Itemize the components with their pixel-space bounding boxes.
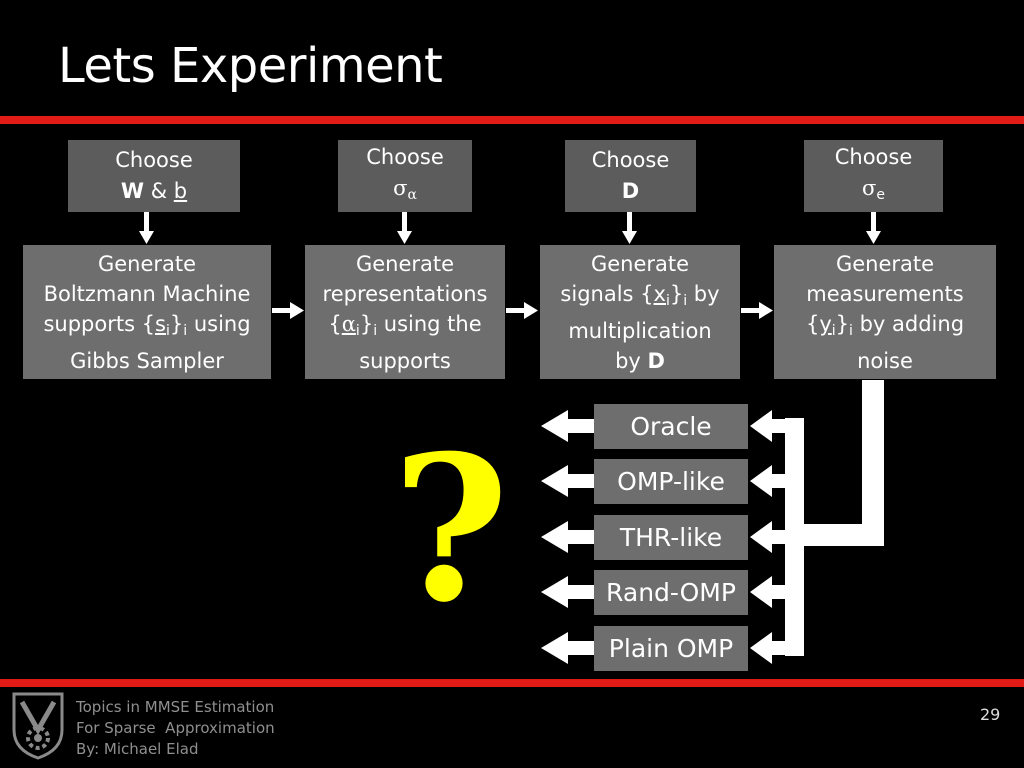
text: { xyxy=(805,311,820,336)
down-arrow xyxy=(866,212,881,244)
slide-title: Lets Experiment xyxy=(58,38,443,94)
generate-supports-box: Generate Boltzmann Machine supports {si}… xyxy=(23,245,271,379)
gen-line: measurements xyxy=(806,281,964,306)
down-arrow xyxy=(622,212,637,244)
ampersand: & xyxy=(144,179,174,203)
alpha-subscript: α xyxy=(407,186,417,203)
estimator-plain-omp: Plain OMP xyxy=(594,626,748,671)
top-red-rule xyxy=(0,116,1024,124)
down-arrow xyxy=(397,212,412,244)
choose-w-b-box: Choose W & b xyxy=(68,140,240,212)
right-arrow xyxy=(272,302,304,319)
gen-line: {αi}i using the xyxy=(311,309,499,346)
footer-text: Topics in MMSE Estimation For Sparse App… xyxy=(76,697,275,760)
gen-line: multiplication xyxy=(568,318,712,343)
technion-logo-icon xyxy=(12,692,64,760)
estimator-thr-like: THR-like xyxy=(594,515,748,560)
footer-line: For Sparse Approximation xyxy=(76,719,275,737)
gen-line: signals {xi}i by xyxy=(546,279,734,316)
sigma-symbol: σ xyxy=(862,175,877,200)
text: } xyxy=(169,311,184,336)
sigma-symbol: σ xyxy=(393,175,408,200)
generate-signals-box: Generate signals {xi}i by multiplication… xyxy=(540,245,740,379)
generate-measurements-box: Generate measurements {yi}i by adding no… xyxy=(774,245,996,379)
text: using xyxy=(187,311,251,336)
gen-line: noise xyxy=(857,348,913,373)
choose-label: Choose xyxy=(366,144,444,169)
b-symbol: b xyxy=(173,179,188,203)
s-symbol: s xyxy=(155,311,166,336)
subscript: i xyxy=(665,292,670,309)
gen-line: Generate xyxy=(590,251,690,276)
text: } xyxy=(359,311,374,336)
text: by xyxy=(687,281,720,306)
subscript: i xyxy=(183,322,188,339)
right-arrow xyxy=(506,302,538,319)
choose-label: Choose xyxy=(115,148,193,172)
estimator-rand-omp: Rand-OMP xyxy=(594,570,748,615)
subscript: i xyxy=(683,292,688,309)
generate-representations-box: Generate representations {αi}i using the… xyxy=(305,245,505,379)
text: supports { xyxy=(43,311,156,336)
gen-line: supports {si}i using xyxy=(29,309,265,346)
w-symbol: W xyxy=(120,179,145,203)
text: using the xyxy=(377,311,482,336)
footer-line: Topics in MMSE Estimation xyxy=(76,698,275,716)
d-symbol: D xyxy=(647,348,665,373)
choose-w-b-params: W & b xyxy=(68,176,240,207)
text: { xyxy=(328,311,342,336)
e-subscript: e xyxy=(876,186,885,203)
question-mark: ? xyxy=(392,412,510,647)
footer-line: By: Michael Elad xyxy=(76,740,199,758)
gen-line: Generate xyxy=(355,251,455,276)
choose-label: Choose xyxy=(834,144,913,169)
text: } xyxy=(669,281,684,306)
subscript: i xyxy=(831,322,836,339)
sigma-alpha: σα xyxy=(338,173,472,211)
gen-line: by D xyxy=(546,346,734,376)
output-arrows xyxy=(541,410,594,664)
choose-d-box: Choose D xyxy=(565,140,696,212)
subscript: i xyxy=(166,322,170,339)
gen-line: Boltzmann Machine xyxy=(43,281,251,306)
estimator-bus xyxy=(750,410,804,664)
choose-sigma-e-box: Choose σe xyxy=(804,140,943,212)
gen-line: Generate xyxy=(97,251,197,276)
x-symbol: x xyxy=(653,281,666,306)
gen-line: representations xyxy=(322,281,488,306)
choose-sigma-alpha-box: Choose σα xyxy=(338,140,472,212)
page-number: 29 xyxy=(980,705,1001,724)
estimator-omp-like: OMP-like xyxy=(594,459,748,504)
gen-line: {yi}i by adding xyxy=(780,309,990,346)
subscript: i xyxy=(373,322,378,339)
sigma-e: σe xyxy=(804,173,943,211)
gen-line: Generate xyxy=(835,251,935,276)
right-arrow xyxy=(741,302,773,319)
gen-line: Gibbs Sampler xyxy=(70,348,224,373)
alpha-symbol: α xyxy=(341,311,356,336)
choose-label: Choose xyxy=(591,148,670,172)
text: } xyxy=(835,311,850,336)
subscript: i xyxy=(355,322,360,339)
d-symbol: D xyxy=(621,179,640,203)
down-arrow xyxy=(139,212,154,244)
text: by adding xyxy=(852,311,965,336)
estimator-oracle: Oracle xyxy=(594,404,748,449)
bottom-red-rule xyxy=(0,679,1024,687)
y-symbol: y xyxy=(819,311,832,336)
gen-line: supports xyxy=(359,348,451,373)
measurement-connector xyxy=(804,380,884,546)
text: signals { xyxy=(560,281,654,306)
text: by xyxy=(615,348,648,373)
subscript: i xyxy=(849,322,853,339)
